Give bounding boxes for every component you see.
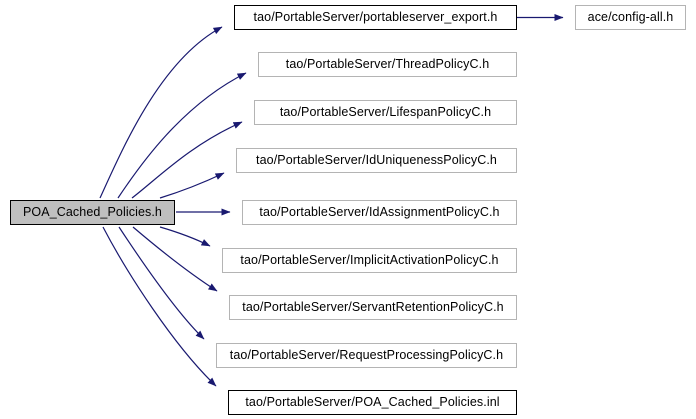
- graph-node-servant-retention-policy-c-h[interactable]: tao/PortableServer/ServantRetentionPolic…: [229, 295, 517, 320]
- edge-root-to-requestprocessing-policy: [118, 226, 205, 340]
- graph-node-ace-config-all-h[interactable]: ace/config-all.h: [575, 5, 686, 30]
- node-label: tao/PortableServer/LifespanPolicyC.h: [279, 105, 492, 120]
- edge-root-to-poa-cached-policies-inl: [102, 226, 217, 387]
- graph-node-poa-cached-policies-h[interactable]: POA_Cached_Policies.h: [10, 200, 175, 225]
- graph-node-id-uniqueness-policy-c-h[interactable]: tao/PortableServer/IdUniquenessPolicyC.h: [236, 148, 517, 173]
- node-label: POA_Cached_Policies.h: [23, 205, 162, 220]
- node-label: tao/PortableServer/RequestProcessingPoli…: [229, 348, 504, 363]
- graph-node-request-processing-policy-c-h[interactable]: tao/PortableServer/RequestProcessingPoli…: [216, 343, 517, 368]
- node-label: tao/PortableServer/POA_Cached_Policies.i…: [245, 395, 500, 410]
- graph-node-id-assignment-policy-c-h[interactable]: tao/PortableServer/IdAssignmentPolicyC.h: [242, 200, 517, 225]
- edge-root-to-servantretention-policy: [132, 226, 218, 292]
- edge-root-to-implicitactivation-policy: [159, 226, 211, 247]
- node-label: ace/config-all.h: [587, 10, 674, 25]
- node-label: tao/PortableServer/ThreadPolicyC.h: [285, 57, 490, 72]
- graph-node-thread-policy-c-h[interactable]: tao/PortableServer/ThreadPolicyC.h: [258, 52, 517, 77]
- edge-root-to-portableserver-export: [99, 26, 223, 199]
- graph-node-poa-cached-policies-inl[interactable]: tao/PortableServer/POA_Cached_Policies.i…: [228, 390, 517, 415]
- node-label: tao/PortableServer/IdUniquenessPolicyC.h: [256, 153, 497, 168]
- node-label: tao/PortableServer/ServantRetentionPolic…: [242, 300, 504, 315]
- node-label: tao/PortableServer/IdAssignmentPolicyC.h: [259, 205, 500, 220]
- graph-node-implicit-activation-policy-c-h[interactable]: tao/PortableServer/ImplicitActivationPol…: [222, 248, 517, 273]
- graph-node-lifespan-policy-c-h[interactable]: tao/PortableServer/LifespanPolicyC.h: [254, 100, 517, 125]
- node-label: tao/PortableServer/ImplicitActivationPol…: [240, 253, 499, 268]
- edge-root-to-thread-policy: [117, 72, 247, 199]
- edge-root-to-lifespan-policy: [131, 121, 243, 199]
- edge-root-to-iduniqueness-policy: [159, 172, 225, 199]
- graph-node-portableserver-export-h[interactable]: tao/PortableServer/portableserver_export…: [234, 5, 517, 30]
- node-label: tao/PortableServer/portableserver_export…: [253, 10, 498, 25]
